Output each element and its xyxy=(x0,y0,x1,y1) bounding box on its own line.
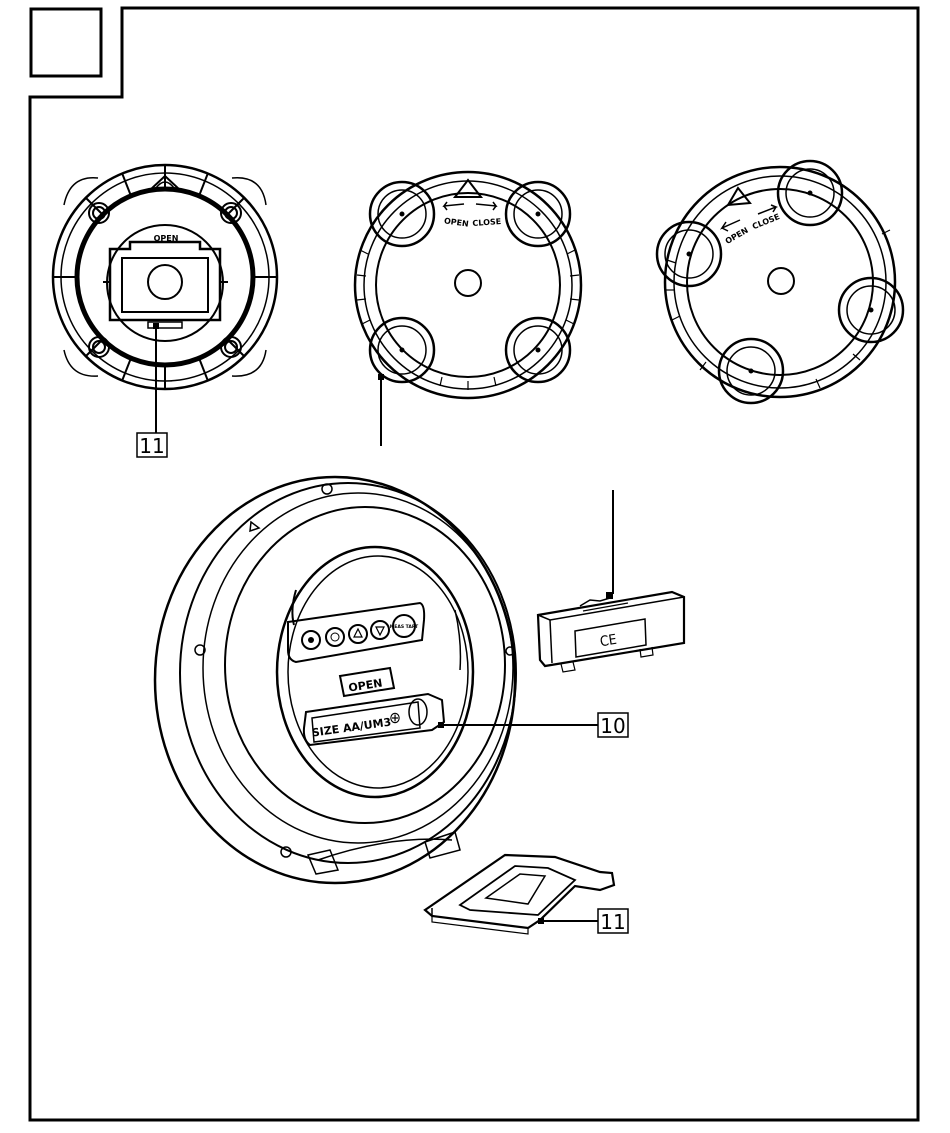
suction-close-text: CLOSE xyxy=(472,217,501,228)
battery-cover: CE xyxy=(538,490,684,672)
rotated-suction-cups xyxy=(657,161,903,403)
stand-piece xyxy=(425,855,614,934)
front-open-text: OPEN xyxy=(154,234,179,243)
callout-10-label: 10 xyxy=(600,714,625,738)
button-meas-text: MEAS TART xyxy=(390,624,419,630)
main-back-view: MEAS TART OPEN SIZE AA/UM3 ⊕ xyxy=(155,477,516,883)
suction-open-text: OPEN xyxy=(443,216,469,228)
rotated-open-text: OPEN xyxy=(724,226,750,246)
suction-cup-view: OPEN CLOSE xyxy=(355,172,581,446)
button-panel: MEAS TART xyxy=(288,603,424,662)
compartment-open-text: OPEN xyxy=(348,676,384,694)
front-open-view: OPEN xyxy=(53,165,277,389)
rotated-view: OPEN CLOSE xyxy=(657,161,903,403)
suction-cups xyxy=(370,182,570,382)
callout-11-bottom-label: 11 xyxy=(600,910,625,934)
rotated-close-text: CLOSE xyxy=(751,212,781,231)
callout-11-top: 11 xyxy=(137,323,167,458)
cover-ce-text: CE xyxy=(599,632,618,650)
battery-compartment: OPEN SIZE AA/UM3 ⊕ xyxy=(304,668,444,745)
callout-11-top-label: 11 xyxy=(139,434,164,458)
callout-11-bottom: 11 xyxy=(538,909,628,934)
corner-box xyxy=(31,9,101,76)
battery-plus-text: ⊕ xyxy=(389,708,401,727)
